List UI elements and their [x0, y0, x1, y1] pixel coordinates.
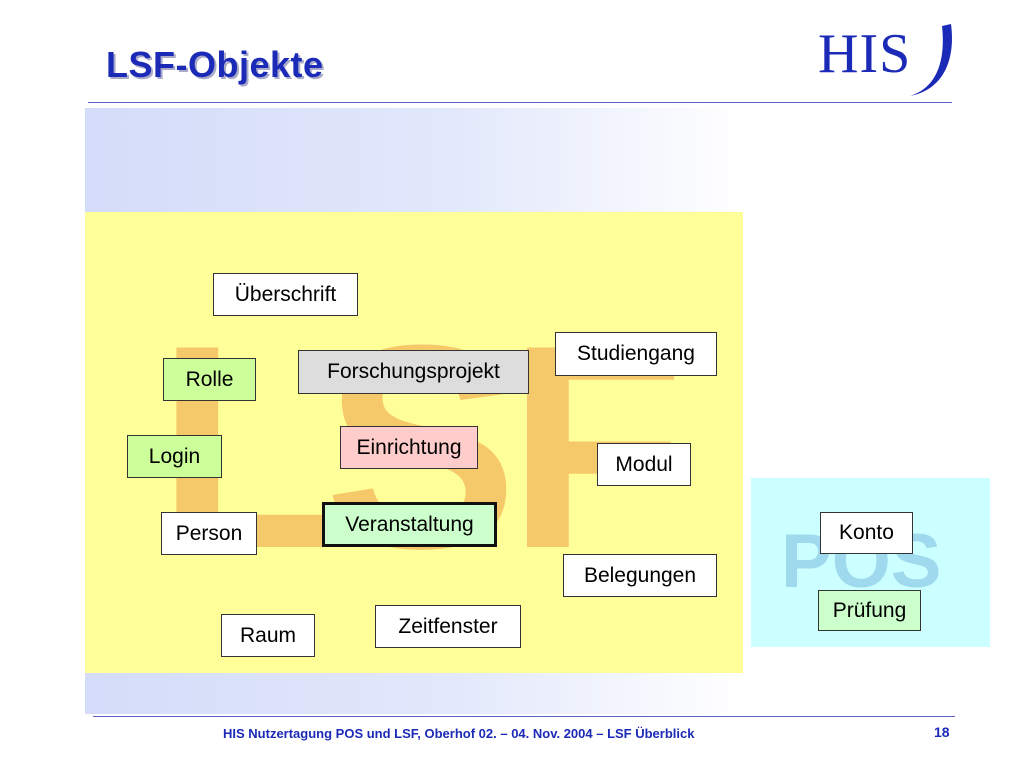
object-rolle: Rolle	[163, 358, 256, 401]
object-veranstaltung: Veranstaltung	[322, 502, 497, 547]
slide-title: LSF-Objekte	[106, 44, 324, 85]
object-modul: Modul	[597, 443, 691, 486]
object-raum: Raum	[221, 614, 315, 657]
object-forschungsprojekt: Forschungsprojekt	[298, 350, 529, 394]
object-zeitfenster: Zeitfenster	[375, 605, 521, 648]
object-konto: Konto	[820, 512, 913, 554]
object-einrichtung: Einrichtung	[340, 426, 478, 469]
object-studiengang: Studiengang	[555, 332, 717, 376]
footer-divider	[93, 716, 955, 717]
his-logo-text: HIS	[818, 23, 912, 85]
his-logo: HIS	[818, 18, 958, 98]
object-login: Login	[127, 435, 222, 478]
object-belegungen: Belegungen	[563, 554, 717, 597]
object-ueberschrift: Überschrift	[213, 273, 358, 316]
his-logo-swoosh-icon	[910, 24, 952, 96]
page-number: 18	[934, 724, 950, 740]
footer-text: HIS Nutzertagung POS und LSF, Oberhof 02…	[223, 726, 695, 741]
object-pruefung: Prüfung	[818, 590, 921, 631]
header-divider	[88, 102, 952, 103]
object-person: Person	[161, 512, 257, 555]
